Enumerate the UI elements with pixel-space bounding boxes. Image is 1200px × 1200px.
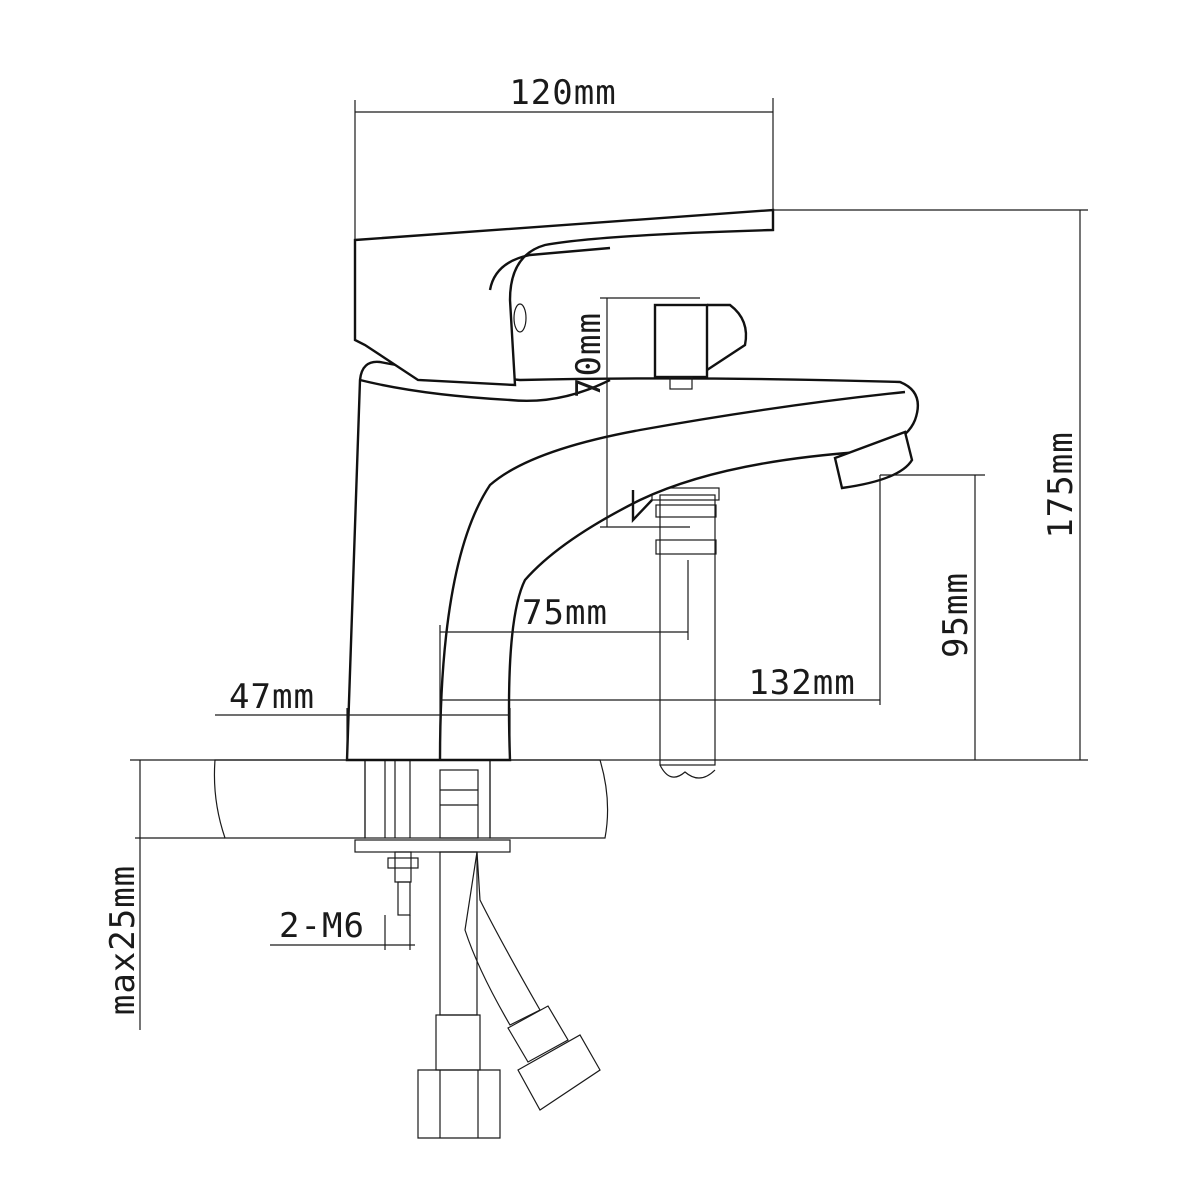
dim-mounting-bolts: 2-M6 xyxy=(279,906,365,946)
dim-spout-projection: 75mm xyxy=(522,593,608,633)
pop-up-rod xyxy=(651,487,720,779)
dim-spout-height: 95mm xyxy=(936,572,976,658)
dim-base-diameter: 47mm xyxy=(229,677,315,717)
dim-lever-height: 70mm xyxy=(569,312,609,398)
dim-overall-width: 120mm xyxy=(509,73,616,113)
faucet-body xyxy=(345,360,920,762)
dim-spout-reach: 132mm xyxy=(748,663,855,703)
lever-handle xyxy=(353,208,775,390)
dimension-lines xyxy=(135,98,1088,1030)
dim-overall-height: 175mm xyxy=(1041,431,1081,538)
dim-max-counter-thickness: max25mm xyxy=(103,865,143,1015)
mounting-plate xyxy=(354,839,511,916)
supply-hoses xyxy=(417,851,601,1139)
countertop xyxy=(213,759,609,839)
